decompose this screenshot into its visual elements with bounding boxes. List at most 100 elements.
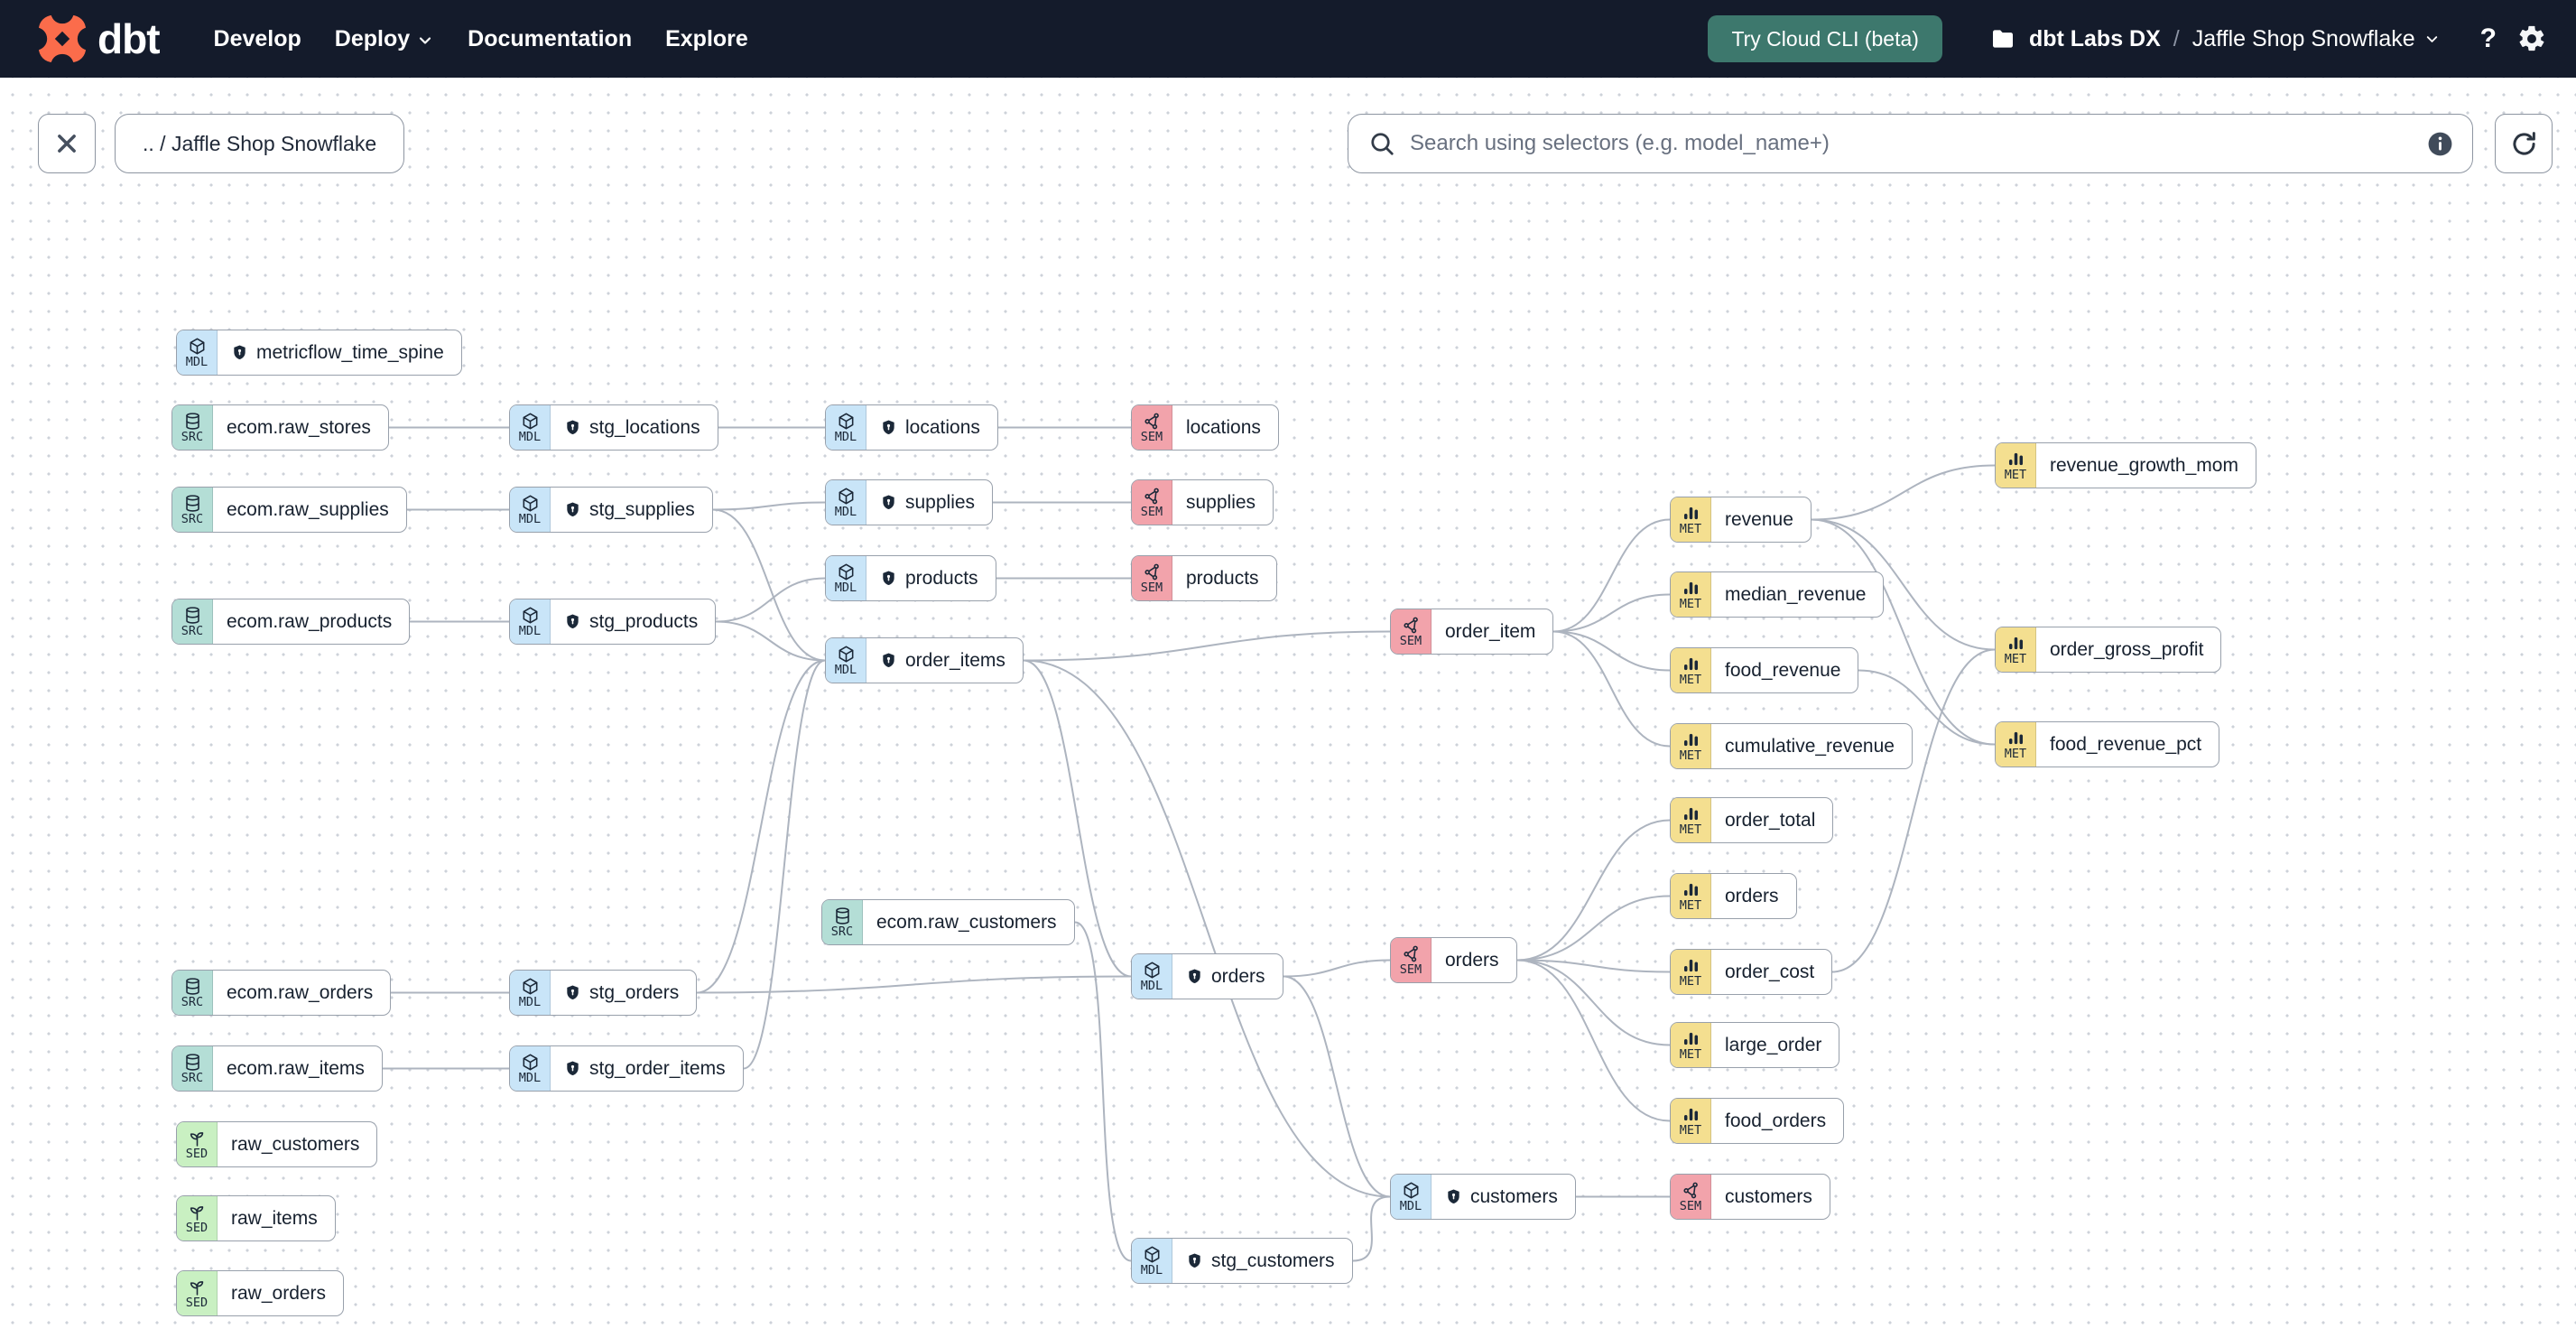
- protected-shield-icon: [880, 419, 897, 436]
- folder-icon: [1992, 30, 2013, 48]
- nav-item-explore[interactable]: Explore: [665, 25, 748, 51]
- edge-mdl_stg_products--mdl_order_items: [715, 620, 826, 662]
- try-cloud-cli-button[interactable]: Try Cloud CLI (beta): [1708, 15, 1942, 62]
- search-input[interactable]: [1408, 130, 2426, 157]
- node-sem_order_item[interactable]: SEM order_item: [1390, 609, 1554, 655]
- edge-mdl_stg_supplies--mdl_order_items: [712, 508, 826, 662]
- semantic-model-icon: [1144, 413, 1159, 430]
- account-name[interactable]: dbt Labs DX: [2028, 25, 2161, 51]
- node-type-label: SED: [185, 1220, 208, 1235]
- node-label: revenue_growth_mom: [2050, 454, 2238, 476]
- metric-bars-icon: [1683, 1108, 1698, 1120]
- node-sem_products[interactable]: SEM products: [1131, 555, 1277, 601]
- node-label: orders: [1725, 885, 1779, 906]
- node-sed_raw_items[interactable]: SED raw_items: [176, 1195, 336, 1241]
- edge-sem_order_item--met_revenue: [1552, 518, 1671, 633]
- node-type-badge: MET: [1671, 497, 1711, 542]
- dbt-logo[interactable]: dbt: [36, 13, 161, 65]
- node-type-label: MDL: [518, 994, 542, 1009]
- edge-met_food_revenue--met_food_revenue_pct: [1858, 669, 1996, 746]
- node-type-badge: MDL: [510, 599, 551, 644]
- model-cube-icon: [839, 488, 853, 505]
- node-mdl_time_spine[interactable]: MDL metricflow_time_spine: [176, 330, 462, 376]
- node-type-badge: SED: [177, 1196, 218, 1240]
- nav-item-documentation[interactable]: Documentation: [468, 25, 633, 51]
- model-cube-icon: [523, 1054, 537, 1071]
- info-icon[interactable]: [2426, 130, 2454, 158]
- node-label: food_orders: [1725, 1110, 1827, 1131]
- source-database-icon: [185, 413, 199, 430]
- lineage-canvas[interactable]: [0, 78, 2576, 1338]
- node-met_orders[interactable]: MET orders: [1670, 873, 1797, 919]
- node-label: food_revenue_pct: [2050, 733, 2202, 755]
- node-type-badge: SEM: [1132, 405, 1172, 450]
- node-type-badge: SEM: [1671, 1175, 1711, 1219]
- node-label: raw_items: [231, 1207, 318, 1229]
- node-type-label: MET: [1679, 596, 1702, 611]
- edge-sem_orders--met_orders: [1516, 895, 1671, 962]
- metric-bars-icon: [1683, 581, 1698, 594]
- gear-icon[interactable]: [2516, 23, 2547, 54]
- nav-item-develop[interactable]: Develop: [213, 25, 301, 51]
- node-label: order_item: [1445, 620, 1536, 642]
- help-icon[interactable]: ?: [2479, 23, 2497, 53]
- node-type-badge: SEM: [1132, 556, 1172, 600]
- lineage-breadcrumb[interactable]: .. / Jaffle Shop Snowflake: [115, 114, 405, 173]
- metric-bars-icon: [1683, 506, 1698, 519]
- model-cube-icon: [839, 413, 853, 430]
- metric-bars-icon: [1683, 1032, 1698, 1045]
- close-icon: [58, 135, 76, 153]
- edge-met_revenue--met_order_gross_profit: [1811, 518, 1996, 651]
- node-type-badge: SEM: [1391, 609, 1432, 654]
- model-cube-icon: [839, 563, 853, 581]
- node-type-badge: SEM: [1391, 938, 1432, 982]
- node-type-badge: MET: [1671, 874, 1711, 918]
- refresh-lineage-button[interactable]: [2495, 114, 2553, 173]
- nav-item-deploy[interactable]: Deploy: [335, 26, 434, 52]
- selector-search[interactable]: [1348, 114, 2473, 173]
- node-type-label: MDL: [185, 354, 208, 369]
- project-selector[interactable]: Jaffle Shop Snowflake: [2192, 26, 2441, 52]
- close-lineage-button[interactable]: [38, 114, 96, 173]
- protected-shield-icon: [880, 652, 897, 669]
- metric-bars-icon: [1683, 959, 1698, 971]
- node-label: metricflow_time_spine: [218, 330, 461, 375]
- node-label: products: [1186, 567, 1259, 589]
